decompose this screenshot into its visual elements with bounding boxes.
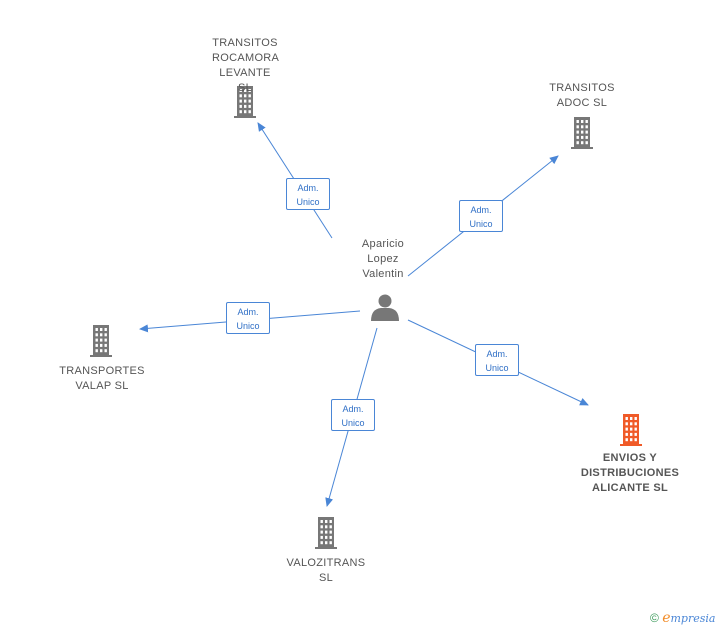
building-icon [234,86,256,118]
center-person-label: Aparicio Lopez Valentin [361,238,405,280]
company-label-n3[interactable]: TRANSPORTES VALAP SL [59,365,145,392]
company-label-n2[interactable]: TRANSITOS ADOC SL [549,82,615,109]
edge-role-label-5: Adm. Unico [331,399,375,431]
company-label-n4[interactable]: ENVIOS Y DISTRIBUCIONES ALICANTE SL [580,452,680,494]
building-icon [620,414,642,446]
copyright-symbol: © [650,611,659,625]
edge-role-label-2: Adm. Unico [459,200,503,232]
edge-role-label-3: Adm. Unico [226,302,270,334]
company-label-n1[interactable]: TRANSITOS ROCAMORA LEVANTE SL [212,37,280,94]
brand-logo-e: e [662,610,671,626]
building-icon [90,325,112,357]
company-label-n5[interactable]: VALOZITRANS SL [286,557,366,584]
copyright-footer: © empresia [650,610,715,626]
building-icon [315,517,337,549]
edge-role-label-1: Adm. Unico [286,178,330,210]
brand-logo-text: mpresia [670,612,716,625]
person-icon [371,294,399,321]
building-icon [571,117,593,149]
edge-role-label-4: Adm. Unico [475,344,519,376]
